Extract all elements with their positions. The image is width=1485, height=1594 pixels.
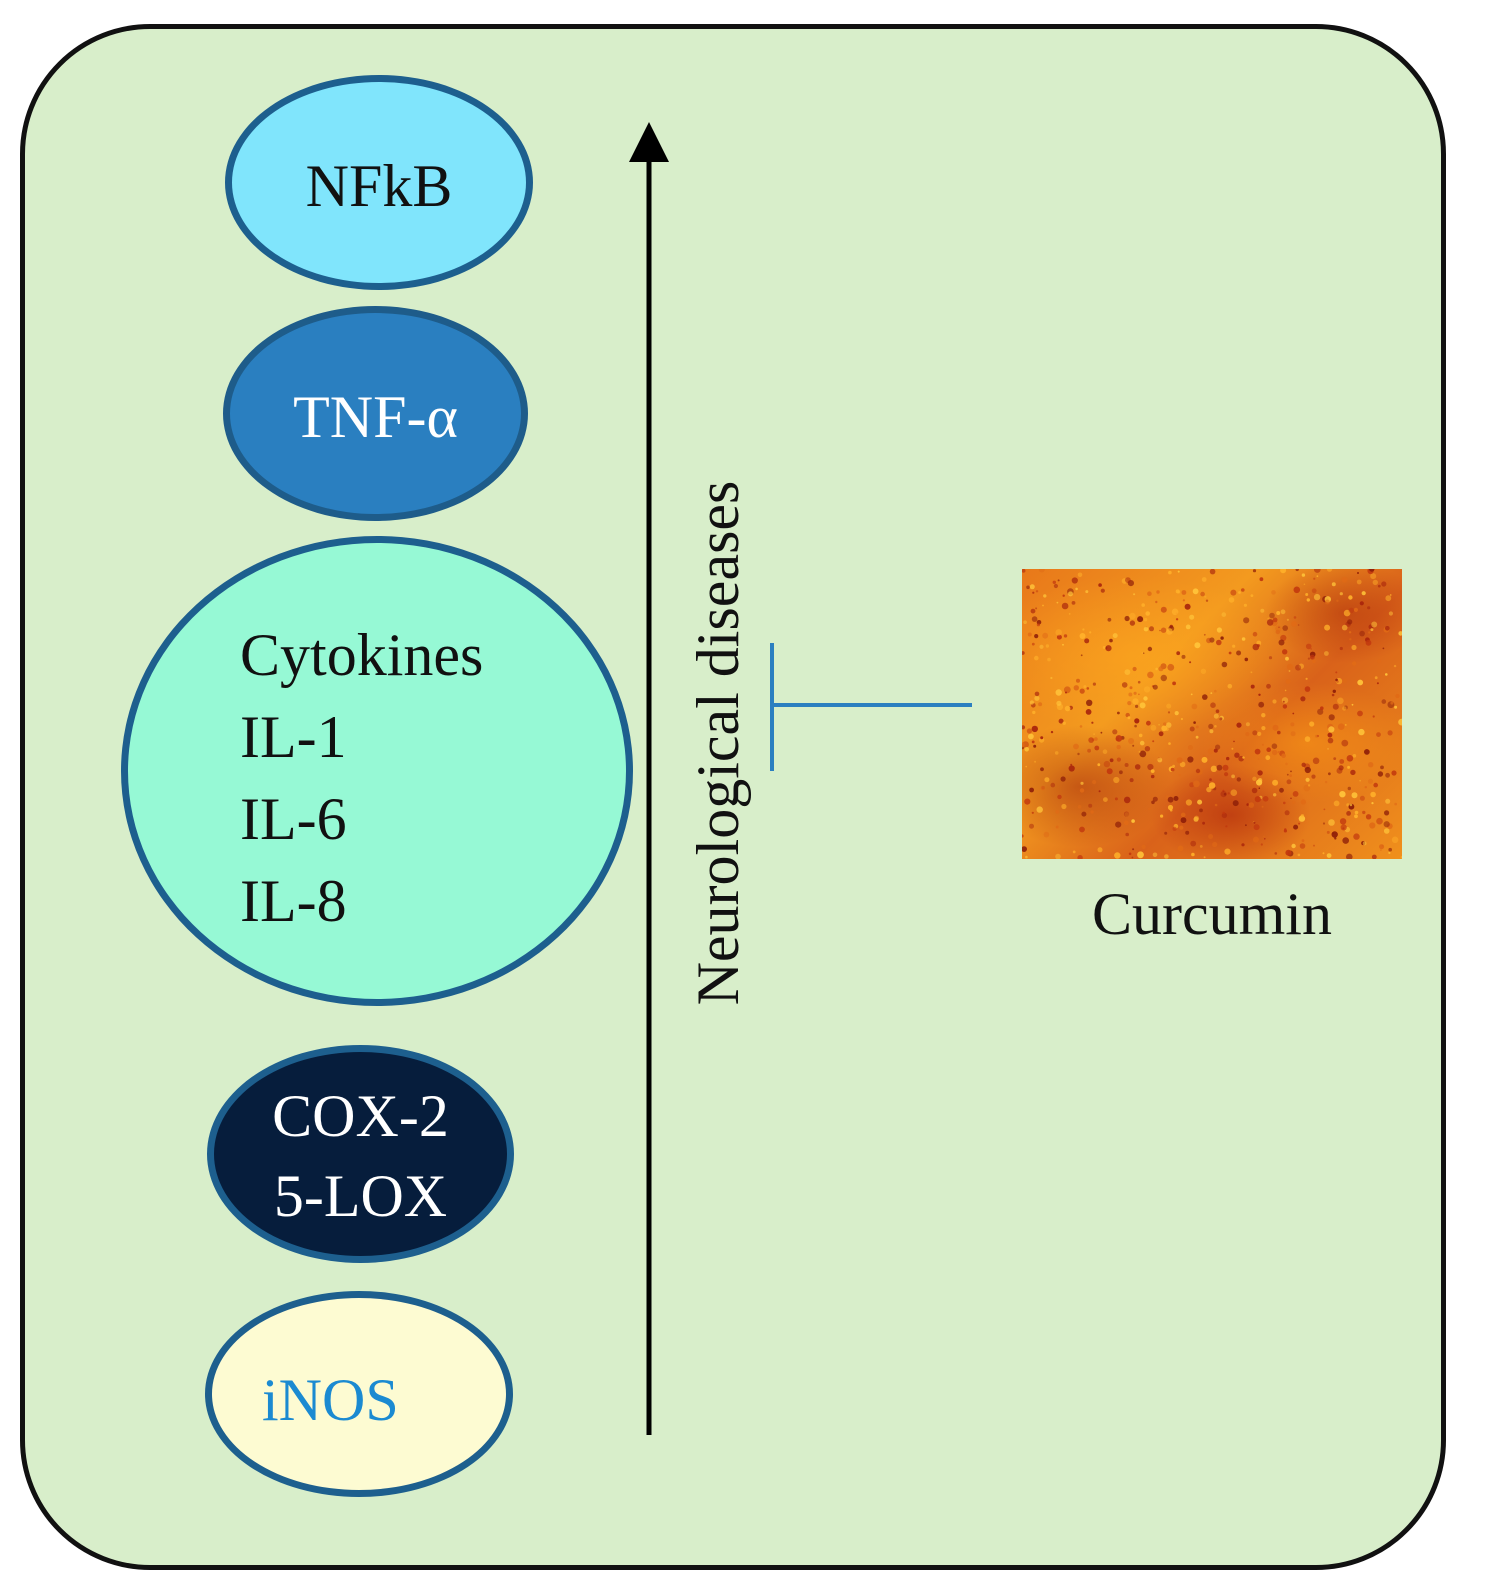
nfkb-node: NFkB	[225, 75, 533, 290]
cytokines-title: Cytokines	[240, 622, 484, 688]
il-8-label: IL-8	[240, 868, 347, 934]
5-lox-label: 5-LOX	[273, 1163, 448, 1229]
curcumin-label: Curcumin	[1092, 881, 1332, 947]
il-1-label: IL-1	[240, 704, 347, 770]
inos-label: iNOS	[262, 1367, 399, 1433]
tnf-alpha-node: TNF-α	[223, 306, 528, 521]
cytokines-node: Cytokines IL-1 IL-6 IL-8	[121, 536, 633, 1006]
cox-2-label: COX-2	[272, 1083, 449, 1149]
curcumin-texture	[1022, 569, 1402, 859]
curcumin-powder-image	[1022, 569, 1402, 859]
upward-arrow-head	[629, 122, 669, 162]
nfkb-label: NFkB	[305, 153, 453, 219]
cox-lox-node: COX-2 5-LOX	[207, 1045, 514, 1263]
neurological-diseases-label: Neurological diseases	[685, 480, 751, 1006]
tnf-alpha-label: TNF-α	[293, 384, 458, 450]
inos-node: iNOS	[205, 1291, 513, 1497]
il-6-label: IL-6	[240, 786, 347, 852]
